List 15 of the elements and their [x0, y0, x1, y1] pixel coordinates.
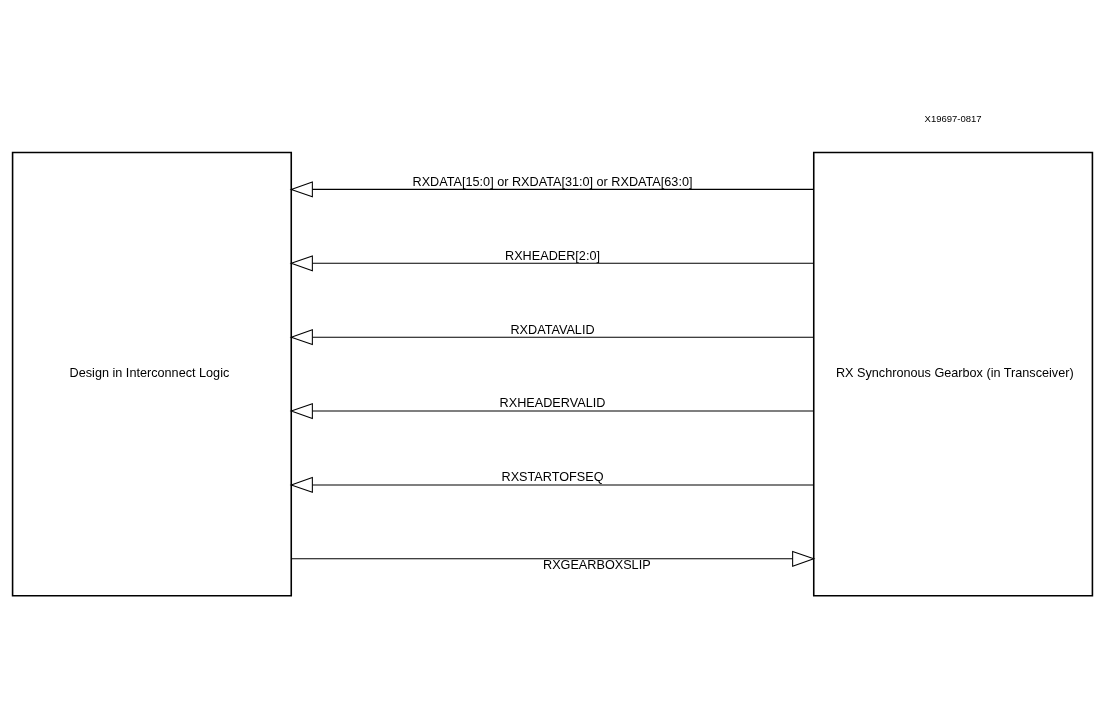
node-box: Design in Interconnect Logic [11, 151, 293, 597]
arrow [289, 255, 815, 272]
edge-label: RXDATA[15:0] or RXDATA[31:0] or RXDATA[63:0] [412, 174, 693, 189]
arrow [289, 476, 815, 494]
edge-label: RXHEADERVALID [499, 396, 606, 411]
arrow [289, 402, 815, 420]
edge-label: RXDATAVALID [510, 322, 595, 337]
edge-label: RXGEARBOXSLIP [543, 557, 651, 572]
arrow [289, 181, 815, 198]
arrow [289, 329, 815, 346]
node-box: RX Synchronous Gearbox (in Transceiver) [812, 151, 1094, 597]
edge-label: RXHEADER[2:0] [505, 248, 600, 263]
edge-label: RXSTARTOFSEQ [501, 470, 604, 485]
arrow [290, 550, 816, 567]
label: X19697-0817 [924, 113, 982, 125]
